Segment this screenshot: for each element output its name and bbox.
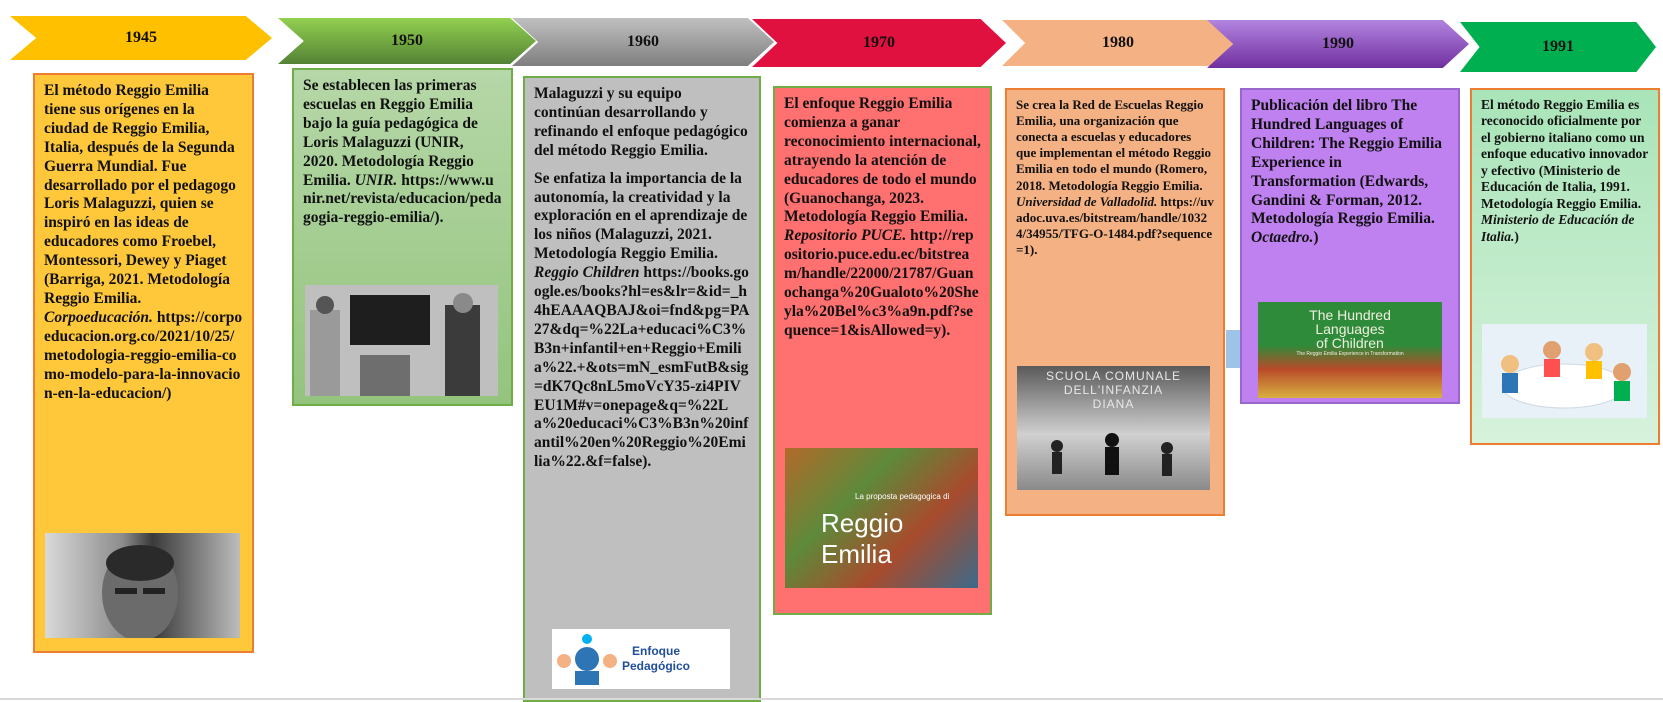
book-title-line1: The Hundred xyxy=(1309,307,1391,323)
logo-text-line2: Pedagógico xyxy=(622,659,691,673)
timeline-connector xyxy=(1226,330,1240,368)
event-description: Se crea la Red de Escuelas Reggio Emilia… xyxy=(1016,97,1214,257)
hundred-languages-book-cover: The Hundred Languages of Children The Re… xyxy=(1258,302,1442,398)
event-card-1960: Malaguzzi y su equipo continúan desarrol… xyxy=(523,76,761,702)
classroom-illustration xyxy=(305,285,498,396)
year-label: 1945 xyxy=(125,29,157,46)
children-table-illustration xyxy=(1501,341,1631,409)
book-title-line2: Languages xyxy=(1315,321,1385,337)
year-label: 1991 xyxy=(1542,38,1574,55)
bottom-rule xyxy=(0,698,1663,700)
event-description: El enfoque Reggio Emilia comienza a gana… xyxy=(784,95,981,339)
school-photo: SCUOLA COMUNALE DELL'INFANZIA DIANA xyxy=(1017,366,1210,490)
year-label: 1950 xyxy=(391,32,423,49)
book-subtitle: The Reggio Emilia Experience in Transfor… xyxy=(1296,351,1404,357)
reggio-book-cover: La proposta pedagogica di Reggio Emilia xyxy=(785,448,978,588)
year-label: 1990 xyxy=(1322,35,1354,52)
year-arrow-1960: 1960 xyxy=(512,18,774,66)
year-arrow-1980: 1980 xyxy=(1002,20,1234,66)
school-sign-line1: SCUOLA COMUNALE xyxy=(1045,369,1182,383)
children-silhouettes xyxy=(1051,433,1173,476)
year-label: 1970 xyxy=(863,34,895,51)
year-arrow-1950: 1950 xyxy=(278,18,536,64)
pedagogical-logo: Enfoque Pedagógico xyxy=(552,629,730,689)
book-subtitle: La proposta pedagogica di xyxy=(855,492,950,501)
classroom-photo xyxy=(305,285,498,396)
portrait-photo xyxy=(45,533,240,638)
year-arrow-1970: 1970 xyxy=(752,19,1006,67)
event-description: Malaguzzi y su equipo continúan desarrol… xyxy=(534,85,748,159)
school-sign-line2: DELL'INFANZIA xyxy=(1063,382,1164,397)
book-title-line3: of Children xyxy=(1316,335,1384,351)
event-description: Se establecen las primeras escuelas en R… xyxy=(303,77,502,227)
year-label: 1980 xyxy=(1102,34,1134,51)
portrait-illustration xyxy=(102,545,178,638)
event-description: El método Reggio Emilia tiene sus orígen… xyxy=(44,82,243,402)
year-arrow-1991: 1991 xyxy=(1460,22,1656,72)
year-arrow-1945: 1945 xyxy=(10,16,272,60)
logo-text-line1: Enfoque xyxy=(632,644,680,658)
teacher-icon xyxy=(557,634,617,685)
event-description: Publicación del libro The Hundred Langua… xyxy=(1251,97,1443,247)
school-sign-line3: DIANA xyxy=(1092,396,1135,411)
book-title: Reggio Emilia xyxy=(821,508,904,569)
children-table-photo xyxy=(1482,324,1647,418)
event-description: Se enfatiza la importancia de la autonom… xyxy=(534,169,750,471)
year-arrow-1990: 1990 xyxy=(1207,20,1469,68)
event-description: El método Reggio Emilia es reconocido of… xyxy=(1481,97,1649,244)
year-label: 1960 xyxy=(627,33,659,50)
